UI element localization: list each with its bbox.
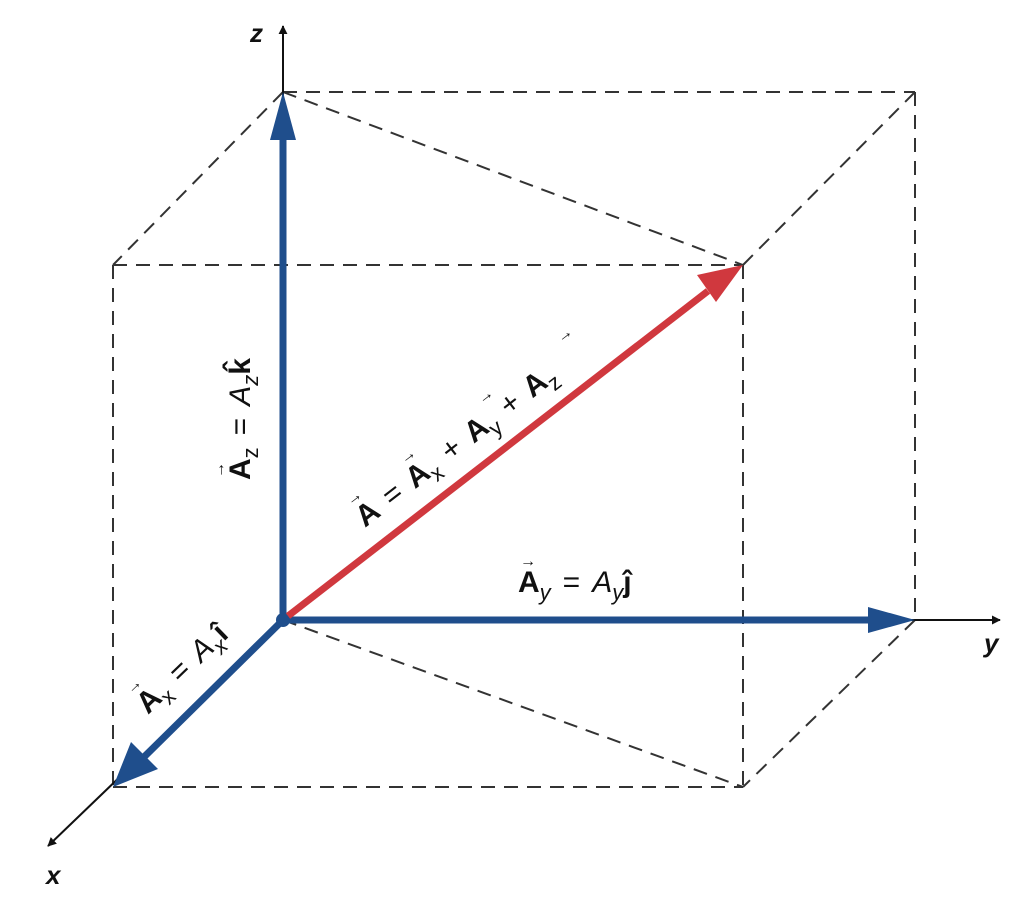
box-edge	[742, 619, 916, 788]
svg-text:A=Ax+Ay+Az: A=Ax+Ay+Az	[349, 358, 566, 538]
a-plus-1: +	[434, 431, 468, 468]
ay-unit: ĵ	[621, 566, 633, 599]
az-coef-sub: z	[238, 375, 263, 387]
ay-arrow-accent: →	[520, 553, 536, 570]
az-symbol: A	[224, 458, 257, 480]
vector-ax-arrowhead-icon	[113, 742, 158, 787]
az-coef: A	[224, 386, 257, 408]
az-equals: =	[224, 418, 257, 436]
label-a: A=Ax+Ay+Az → → → →	[343, 323, 577, 538]
vector-ay-arrowhead-icon	[868, 607, 915, 633]
ay-coef-sub: y	[610, 580, 625, 605]
az-unit: k̂	[223, 358, 257, 375]
ay-arrow-accent: →	[474, 385, 497, 408]
az-arrow-accent: →	[211, 462, 228, 478]
a-plus-2: +	[493, 385, 527, 422]
label-ax: Ax=Axî →	[122, 616, 240, 724]
component-vectors	[113, 92, 915, 787]
az-arrow-accent-sum: →	[553, 323, 576, 346]
az-sub: z	[238, 447, 263, 458]
dashed-box	[112, 91, 916, 788]
label-ay: Ay=Ayĵ →	[518, 553, 633, 605]
y-axis-label: y	[982, 628, 1000, 658]
vector-a-shaft	[285, 288, 711, 619]
label-az: Az=Azk̂ →	[211, 358, 263, 480]
ax-equals: =	[162, 653, 198, 689]
vector-a-arrowhead-icon	[697, 265, 743, 302]
svg-text:Az=Azk̂: Az=Azk̂	[223, 358, 263, 480]
origin-point	[276, 613, 290, 627]
box-edge	[112, 91, 284, 266]
svg-text:Ay=Ayĵ: Ay=Ayĵ	[518, 566, 633, 605]
vector-ax-shaft	[140, 617, 286, 761]
ay-equals: =	[563, 566, 581, 599]
ay-coef: A	[590, 566, 612, 599]
svg-text:Ax=Axî: Ax=Axî	[130, 616, 240, 724]
resultant-vector	[285, 265, 743, 619]
x-axis-label: x	[44, 860, 62, 890]
ay-sub: y	[538, 580, 553, 605]
ay-symbol: A	[518, 566, 540, 599]
a-equals: =	[376, 476, 410, 513]
box-edge	[282, 619, 744, 788]
box-edge	[742, 91, 916, 266]
z-axis-label: z	[249, 18, 263, 48]
box-edge	[282, 91, 744, 266]
vector-az-arrowhead-icon	[270, 92, 296, 140]
